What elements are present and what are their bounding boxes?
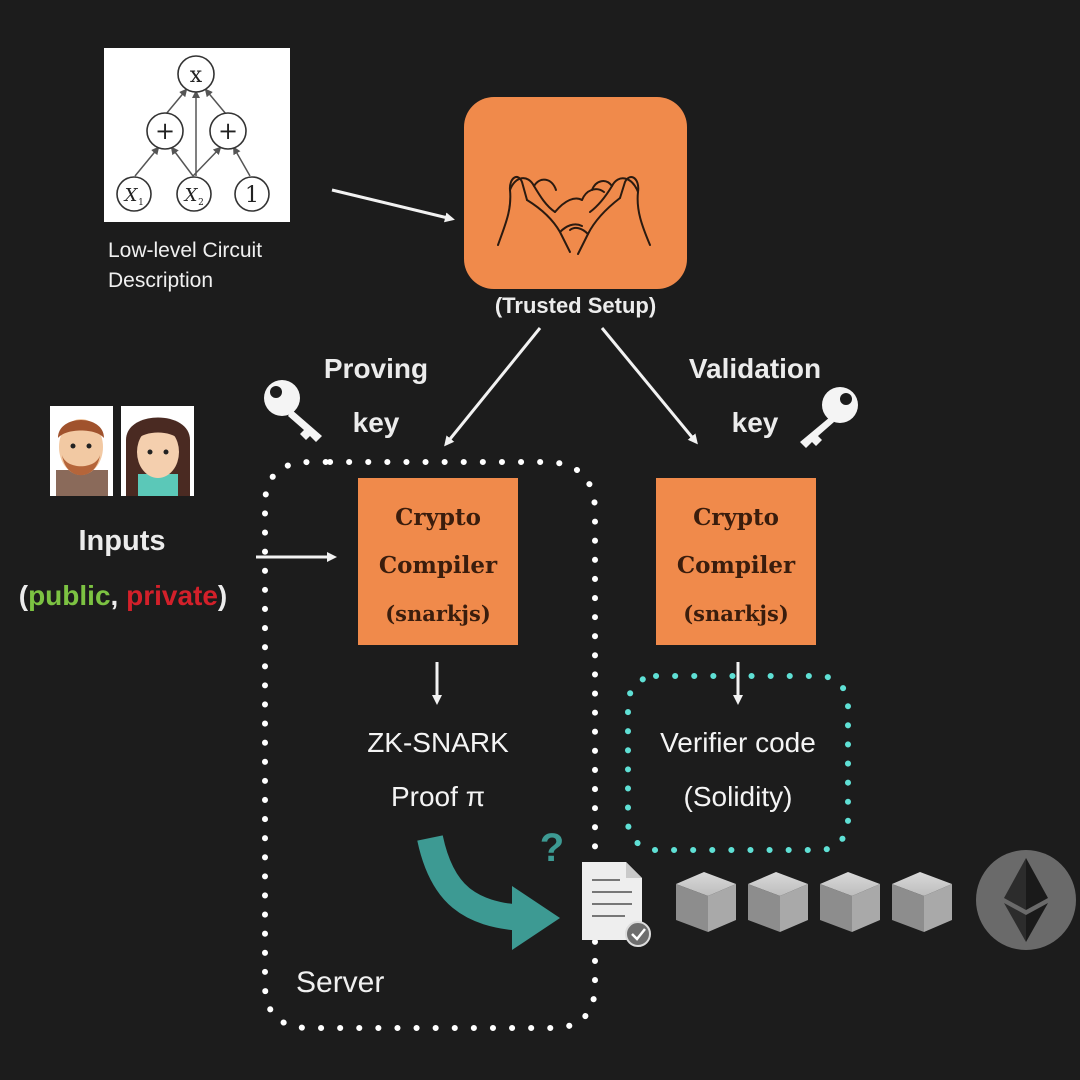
circuit-node-plus-right-label: +	[218, 117, 238, 145]
setup-to-validation-arrow	[600, 327, 698, 445]
compiler-left-line2: Compiler	[378, 552, 498, 579]
submit-proof-arrow	[417, 835, 560, 950]
private-label: private	[126, 580, 218, 611]
verifier-code-label: Verifier code (Solidity)	[628, 716, 848, 824]
circuit-node-plus-right	[209, 112, 247, 150]
circuit-node-x1-label: X	[123, 185, 139, 206]
compiler-right-line2: Compiler	[676, 552, 796, 579]
inputs-visibility: (public, private)	[0, 580, 246, 612]
inputs-comma: ,	[110, 580, 127, 611]
block-1	[676, 872, 736, 932]
pinky-promise-icon	[497, 175, 651, 255]
zk-snark-proof-label: ZK-SNARK Proof π	[318, 716, 558, 824]
proving-key-icon	[264, 380, 322, 442]
circuit-node-one-label: 1	[245, 183, 259, 208]
circuit-node-x2-label: X	[183, 185, 199, 206]
inputs-title: Inputs	[78, 525, 166, 557]
circuit-node-x2-sub: 2	[198, 198, 204, 208]
circuit-node-x1	[116, 176, 152, 212]
circuit-caption-line1: Low-level Circuit	[108, 239, 263, 262]
proving-key-line1: Proving	[323, 353, 429, 384]
circuit-caption-line2: Description	[108, 269, 214, 292]
proof-line2: Proof π	[390, 781, 486, 812]
circuit-node-x1-sub: 1	[138, 198, 144, 208]
question-mark: ?	[539, 826, 565, 870]
compiler-right-line1: Crypto	[693, 504, 779, 531]
proof-line1: ZK-SNARK	[367, 727, 509, 758]
trusted-setup-box	[464, 97, 687, 289]
block-3	[820, 872, 880, 932]
woman-avatar	[121, 406, 194, 496]
inputs-close-paren: )	[217, 580, 228, 611]
compiler-right-line3: (snarkjs)	[683, 601, 789, 626]
setup-to-proving-arrow	[444, 327, 542, 447]
circuit-diagram: x + + X 1 X 2 1	[104, 48, 290, 222]
crypto-compiler-left: Crypto Compiler (snarkjs)	[358, 478, 518, 645]
crypto-compiler-right: Crypto Compiler (snarkjs)	[656, 478, 816, 645]
circuit-node-x-label: x	[190, 63, 203, 88]
validation-key-line2: key	[731, 407, 779, 438]
circuit-caption: Low-level Circuit Description	[108, 236, 262, 296]
block-2	[748, 872, 808, 932]
verifier-line2: (Solidity)	[683, 781, 793, 812]
validation-key-label: Validation key	[668, 342, 842, 450]
server-boundary	[262, 459, 598, 1031]
circuit-node-x2	[176, 176, 212, 212]
verifier-boundary	[625, 673, 851, 853]
block-4	[892, 872, 952, 932]
proving-key-label: Proving key	[306, 342, 446, 450]
contract-document-icon	[582, 862, 651, 947]
circuit-to-setup-arrow	[331, 188, 455, 223]
trusted-setup-caption: (Trusted Setup)	[494, 293, 657, 318]
public-label: public	[28, 580, 111, 611]
man-avatar	[50, 406, 113, 496]
validation-key-line1: Validation	[688, 353, 822, 384]
circuit-node-plus-left-label: +	[155, 117, 175, 145]
circuit-node-one	[234, 176, 270, 212]
proving-key-line2: key	[352, 407, 400, 438]
blockchain-blocks	[676, 872, 952, 932]
ethereum-icon	[976, 850, 1076, 950]
validation-key-icon	[800, 387, 858, 448]
verifier-line1: Verifier code	[660, 727, 816, 758]
compiler-left-line3: (snarkjs)	[385, 601, 491, 626]
circuit-node-x	[177, 55, 215, 93]
server-label: Server	[296, 966, 385, 999]
inputs-open-paren: (	[18, 580, 29, 611]
circuit-node-plus-left	[146, 112, 184, 150]
compiler-left-line1: Crypto	[395, 504, 481, 531]
